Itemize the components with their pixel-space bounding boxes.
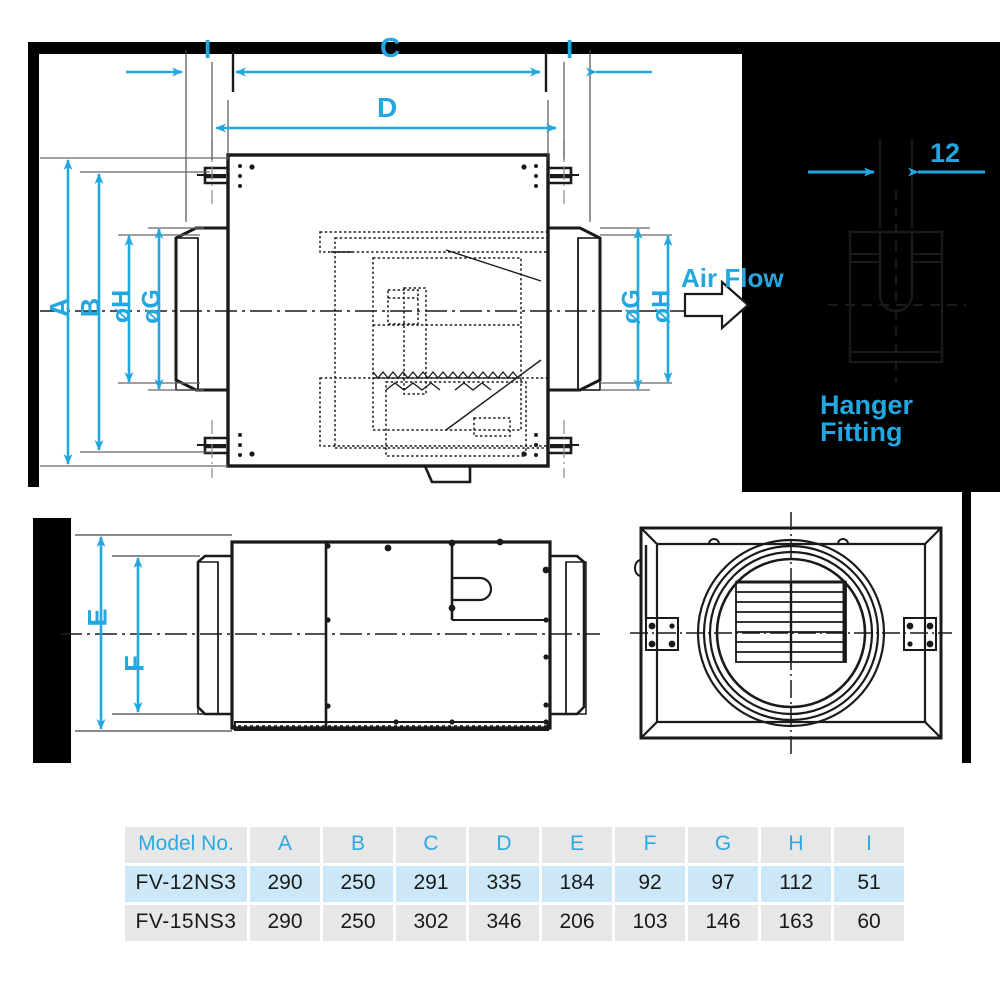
table-row: FV-15NS3 290 250 302 346 206 103 146 163… bbox=[125, 905, 904, 941]
cell-h: 163 bbox=[761, 905, 831, 941]
line-art-canvas bbox=[28, 42, 1000, 763]
dimension-label-f: F bbox=[119, 655, 150, 672]
col-header-b: B bbox=[323, 827, 393, 863]
dimension-label-c: C bbox=[380, 32, 401, 63]
cell-b: 250 bbox=[323, 905, 393, 941]
side-view-dimensions bbox=[96, 536, 143, 730]
top-view-dimensions bbox=[63, 52, 673, 465]
cell-model: FV-15NS3 bbox=[125, 905, 247, 941]
hanger-fitting-label: Hanger Fitting bbox=[820, 390, 914, 447]
cell-e: 184 bbox=[542, 866, 612, 902]
cell-g: 146 bbox=[688, 905, 758, 941]
cell-d: 335 bbox=[469, 866, 539, 902]
cell-i: 60 bbox=[834, 905, 904, 941]
cell-c: 302 bbox=[396, 905, 466, 941]
dimension-label-a: A bbox=[44, 297, 75, 318]
col-header-g: G bbox=[688, 827, 758, 863]
cell-f: 92 bbox=[615, 866, 685, 902]
dimension-label-h-right: øH bbox=[647, 289, 676, 324]
dimension-label-e: E bbox=[82, 608, 113, 627]
dimension-label-g-left: øG bbox=[137, 289, 166, 324]
spec-table-body: Model No. A B C D E F G H I FV-12NS3 290… bbox=[125, 827, 904, 941]
specification-table: Model No. A B C D E F G H I FV-12NS3 290… bbox=[122, 824, 907, 944]
cell-f: 103 bbox=[615, 905, 685, 941]
cell-a: 290 bbox=[250, 905, 320, 941]
col-header-f: F bbox=[615, 827, 685, 863]
air-flow-label: Air Flow bbox=[681, 263, 784, 293]
cell-i: 51 bbox=[834, 866, 904, 902]
top-view-assembly bbox=[40, 50, 690, 484]
dimension-label-b: B bbox=[75, 297, 106, 318]
col-header-a: A bbox=[250, 827, 320, 863]
cell-model: FV-12NS3 bbox=[125, 866, 247, 902]
side-view-assembly bbox=[60, 534, 600, 732]
col-header-e: E bbox=[542, 827, 612, 863]
table-header-row: Model No. A B C D E F G H I bbox=[125, 827, 904, 863]
front-view-assembly bbox=[630, 512, 952, 754]
dimension-label-h-left: øH bbox=[107, 289, 136, 324]
cell-a: 290 bbox=[250, 866, 320, 902]
col-header-model: Model No. bbox=[125, 827, 247, 863]
dimension-label-i-right: I bbox=[566, 34, 574, 64]
col-header-h: H bbox=[761, 827, 831, 863]
cell-d: 346 bbox=[469, 905, 539, 941]
cell-h: 112 bbox=[761, 866, 831, 902]
col-header-c: C bbox=[396, 827, 466, 863]
dimension-label-i-left: I bbox=[204, 34, 212, 64]
cell-e: 206 bbox=[542, 905, 612, 941]
col-header-i: I bbox=[834, 827, 904, 863]
col-header-d: D bbox=[469, 827, 539, 863]
dimension-label-g-right: øG bbox=[617, 289, 646, 324]
table-row: FV-12NS3 290 250 291 335 184 92 97 112 5… bbox=[125, 866, 904, 902]
cell-b: 250 bbox=[323, 866, 393, 902]
air-flow-arrow-icon bbox=[683, 279, 750, 331]
hanger-dimension-label: 12 bbox=[930, 138, 961, 168]
cell-g: 97 bbox=[688, 866, 758, 902]
dimension-label-d: D bbox=[377, 92, 398, 123]
black-panels bbox=[28, 42, 1000, 763]
hanger-fitting-detail bbox=[808, 140, 985, 382]
cell-c: 291 bbox=[396, 866, 466, 902]
